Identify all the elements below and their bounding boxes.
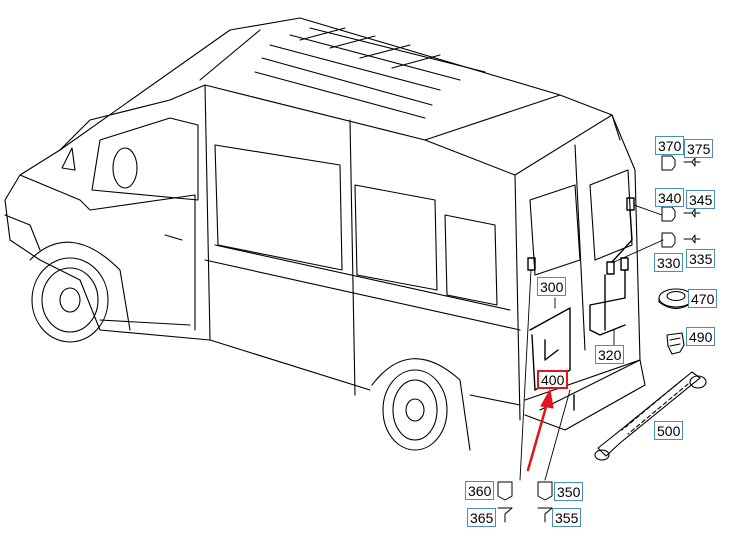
leader-lines (519, 204, 664, 481)
callout-360[interactable]: 360 (465, 481, 495, 500)
callout-300[interactable]: 300 (537, 277, 567, 296)
callout-400[interactable]: 400 (537, 370, 569, 389)
callout-345[interactable]: 345 (686, 190, 716, 209)
callout-350[interactable]: 350 (554, 482, 584, 501)
callout-500[interactable]: 500 (654, 421, 684, 440)
rear-wiring-harness (527, 197, 635, 411)
red-pointer-arrow (526, 389, 554, 472)
callout-335[interactable]: 335 (686, 249, 716, 268)
callout-320[interactable]: 320 (595, 345, 625, 364)
callout-370[interactable]: 370 (655, 136, 685, 155)
clip-490 (666, 332, 685, 355)
connector-symbols (497, 155, 701, 523)
callout-355[interactable]: 355 (552, 508, 582, 527)
callout-375[interactable]: 375 (684, 139, 714, 158)
gas-strut-500 (594, 371, 707, 461)
callout-365[interactable]: 365 (467, 508, 497, 527)
callout-490[interactable]: 490 (686, 327, 716, 346)
callout-340[interactable]: 340 (655, 188, 685, 207)
callout-330[interactable]: 330 (654, 253, 684, 272)
van-body (4, 17, 646, 451)
callout-470[interactable]: 470 (688, 289, 718, 308)
